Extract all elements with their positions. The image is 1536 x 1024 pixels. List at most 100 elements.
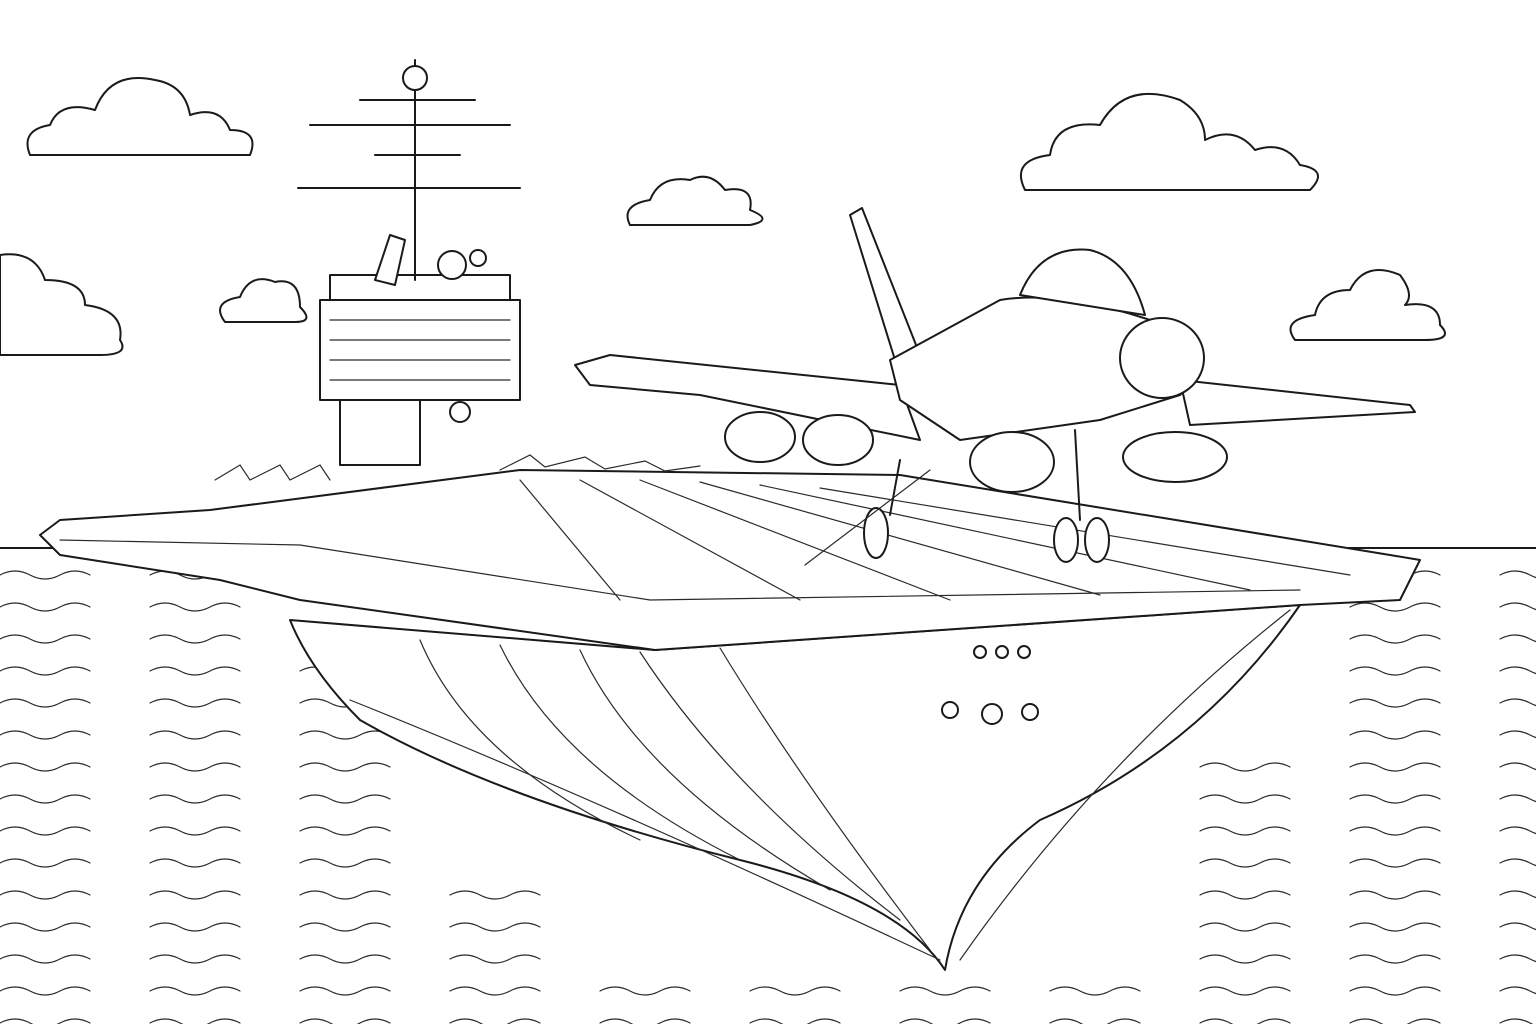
wave <box>1499 890 1536 899</box>
wave <box>149 858 241 868</box>
wave <box>1499 698 1536 707</box>
wave <box>1349 922 1441 932</box>
island-superstructure <box>297 59 521 466</box>
wave <box>1349 794 1441 804</box>
wave <box>0 954 91 964</box>
wave <box>1349 602 1441 612</box>
wave <box>1199 954 1291 964</box>
wave <box>449 954 541 964</box>
wave <box>1349 634 1441 644</box>
wave <box>1499 954 1536 963</box>
wave <box>1499 730 1536 739</box>
fighter-jet <box>574 207 1416 566</box>
wave <box>0 922 91 932</box>
wave <box>1199 922 1291 932</box>
ocean-waves <box>0 570 1536 1024</box>
wave <box>1199 890 1291 900</box>
wave <box>0 666 91 676</box>
wave <box>1499 1018 1534 1024</box>
wave <box>0 826 91 836</box>
wave <box>1499 986 1536 995</box>
wave <box>0 890 91 900</box>
wave <box>299 730 391 740</box>
wave <box>299 858 391 868</box>
wave <box>149 634 241 644</box>
hull-panel-lines <box>349 609 1291 961</box>
wave <box>0 602 91 612</box>
wave <box>0 794 91 804</box>
wave <box>0 698 91 708</box>
wave <box>1049 986 1141 996</box>
wave <box>149 954 241 964</box>
wave <box>1349 954 1441 964</box>
wave <box>1349 730 1441 740</box>
jet-wing-right <box>1179 379 1416 426</box>
bow-portholes <box>941 645 1039 725</box>
wave <box>0 762 91 772</box>
wave <box>299 954 391 964</box>
wave <box>299 826 391 836</box>
aircraft-carrier <box>39 59 1421 971</box>
wave <box>1499 634 1536 643</box>
wave <box>1499 922 1536 931</box>
cloud <box>626 175 764 226</box>
wave <box>1349 1018 1441 1024</box>
cloud <box>26 77 254 156</box>
flight-deck <box>39 469 1421 651</box>
parked-aircraft <box>214 454 701 481</box>
cloud <box>0 253 124 356</box>
wave <box>1499 826 1536 835</box>
wave <box>149 1018 241 1024</box>
wave <box>1499 762 1536 771</box>
wave <box>1499 858 1536 867</box>
wave <box>1499 666 1536 675</box>
wave <box>449 1018 541 1024</box>
cloud <box>219 278 308 323</box>
wave <box>749 986 841 996</box>
jet-fuel-tanks <box>724 411 1228 493</box>
wave <box>1199 794 1291 804</box>
wave <box>0 730 91 740</box>
wave <box>149 762 241 772</box>
wave <box>599 986 691 996</box>
wave <box>0 570 91 580</box>
wave <box>149 826 241 836</box>
wave <box>449 986 541 996</box>
wave <box>1349 858 1441 868</box>
wave <box>1349 762 1441 772</box>
wave <box>1199 986 1291 996</box>
wave <box>749 1018 841 1024</box>
wave <box>149 602 241 612</box>
wave <box>899 1018 991 1024</box>
wave <box>1349 890 1441 900</box>
wave <box>449 922 541 932</box>
wave <box>299 762 391 772</box>
wave <box>1349 986 1441 996</box>
wave <box>899 986 991 996</box>
wave <box>0 1018 91 1024</box>
wave <box>299 986 391 996</box>
wave <box>299 794 391 804</box>
wave <box>149 730 241 740</box>
wave <box>1199 762 1291 772</box>
wave <box>149 922 241 932</box>
wave <box>599 1018 691 1024</box>
wave <box>0 858 91 868</box>
wave <box>149 890 241 900</box>
cloud <box>1019 92 1319 191</box>
wave <box>1349 666 1441 676</box>
wave <box>1199 1018 1291 1024</box>
wave <box>149 794 241 804</box>
wave <box>149 666 241 676</box>
wave <box>449 890 541 900</box>
wave <box>1349 826 1441 836</box>
wave <box>1499 570 1536 579</box>
jet-nose <box>1119 317 1205 399</box>
clouds <box>0 77 1446 356</box>
wave <box>299 890 391 900</box>
wave <box>299 1018 391 1024</box>
wave <box>299 922 391 932</box>
wave <box>1049 1018 1141 1024</box>
wave <box>0 634 91 644</box>
